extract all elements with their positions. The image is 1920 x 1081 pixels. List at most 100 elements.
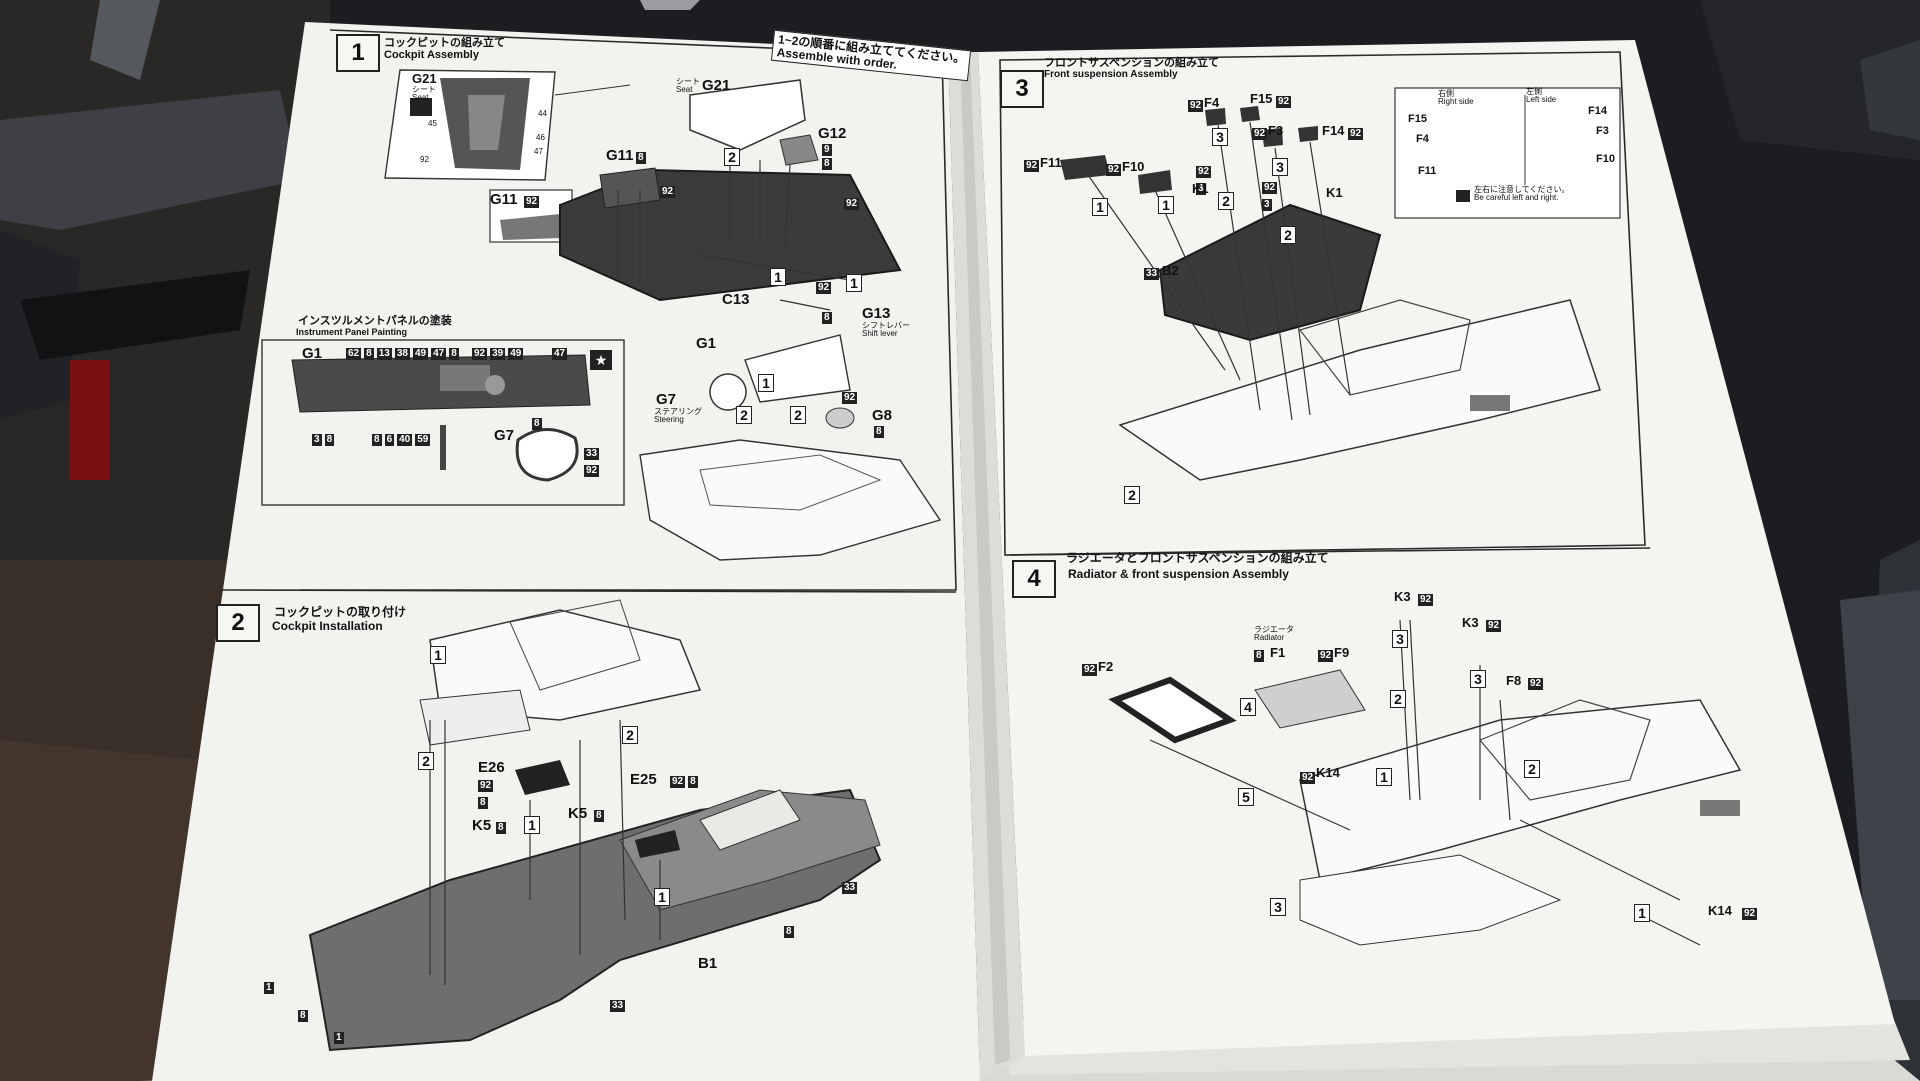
- f14-label: F14: [1322, 123, 1345, 138]
- seq-2-f8: 2: [1524, 760, 1540, 779]
- f4-code: 92: [1188, 99, 1204, 112]
- panel-code-8-right: 8: [532, 417, 542, 430]
- g12-label: G12: [818, 125, 847, 142]
- k3-label-b: K3: [1462, 615, 1479, 630]
- k3a-code: 92: [1418, 593, 1434, 606]
- seat-code-92: 92: [420, 155, 429, 164]
- g8-code-8: 8: [874, 425, 884, 438]
- k5a-code: 8: [496, 821, 506, 834]
- k1-label-b: K1: [1326, 185, 1343, 200]
- seq-1-f10: 1: [1158, 196, 1174, 215]
- g11b-code-92: 92: [524, 195, 540, 208]
- seq-1-k14: 1: [1376, 768, 1392, 787]
- step-3-number: 3: [1000, 70, 1044, 108]
- g12-code-8: 8: [822, 157, 832, 170]
- side-f14: F14: [1588, 105, 1607, 117]
- k14b-code: 92: [1742, 907, 1758, 920]
- seq-2-k1b: 2: [1280, 226, 1296, 245]
- seq-3-f3: 3: [1272, 158, 1288, 177]
- seq-1-f11: 1: [1092, 198, 1108, 217]
- g8-label: G8: [872, 407, 893, 424]
- seq-1-g12: 1: [770, 268, 786, 287]
- k3-label-a: K3: [1394, 589, 1411, 604]
- step-2-number: 2: [216, 604, 260, 642]
- f15-label: F15: [1250, 91, 1273, 106]
- g11-label-a: G11: [606, 147, 634, 164]
- seq-1-cockpit: 1: [430, 646, 446, 665]
- g1-label: G1: [696, 335, 717, 352]
- e25-label: E25: [630, 771, 657, 788]
- c13-label: C13: [722, 291, 750, 308]
- g13-label: G13: [862, 305, 891, 322]
- f10-code: 92: [1106, 163, 1122, 176]
- floor-seq-1-a: 1: [264, 981, 274, 994]
- radiator-en: Radiator: [1254, 633, 1285, 642]
- f3-code: 92: [1252, 127, 1268, 140]
- g21-label: G21: [702, 77, 731, 94]
- g21-seat-jp: シート: [676, 77, 700, 86]
- side-f3: F3: [1596, 125, 1609, 137]
- step-2-title-jp: コックピットの取り付け: [274, 605, 407, 619]
- shift-lever-jp: シフトレバー: [862, 321, 910, 330]
- f1-code: 8: [1254, 649, 1264, 662]
- seq-2-g8: 2: [790, 406, 806, 425]
- right-side-en: Right side: [1438, 97, 1474, 106]
- f8-label: F8: [1506, 673, 1522, 688]
- seq-4-radiator: 4: [1240, 698, 1256, 717]
- tamiya-star-icon: [410, 98, 432, 116]
- k14-label-b: K14: [1708, 903, 1732, 918]
- tub-code-92: 92: [844, 197, 860, 210]
- seq-1-seat: 2: [724, 148, 740, 167]
- floor-seq-1-b: 1: [334, 1031, 344, 1044]
- side-f11: F11: [1418, 165, 1437, 177]
- g11-label-b: G11: [490, 191, 518, 208]
- step-1-title-en: Cockpit Assembly: [384, 49, 479, 61]
- seq-1-e25: 1: [654, 888, 670, 907]
- step-1-number: 1: [336, 34, 380, 72]
- k14-label-a: K14: [1316, 765, 1340, 780]
- g13-code-92: 92: [816, 281, 832, 294]
- floor-code-33-bottom: 33: [610, 999, 626, 1012]
- chassis-tag-2: 2: [1124, 486, 1140, 505]
- k1-label-a: K1: [1192, 181, 1209, 196]
- f11-code: 92: [1024, 159, 1040, 172]
- k3b-code: 92: [1486, 619, 1502, 632]
- side-f10: F10: [1596, 153, 1615, 165]
- g11-code-8: 8: [636, 151, 646, 164]
- step-3-title-en: Front suspension Assembly: [1044, 69, 1178, 80]
- step-3-title-jp: フロントサスペンションの組み立て: [1044, 57, 1220, 69]
- b2-code: 33: [1144, 267, 1160, 280]
- seat-code-47: 47: [534, 147, 543, 156]
- k5-label-a: K5: [472, 817, 492, 834]
- step-2-title-en: Cockpit Installation: [272, 619, 383, 633]
- f11-label: F11: [1040, 155, 1062, 170]
- seq-2-left: 2: [418, 752, 434, 771]
- side-f15: F15: [1408, 113, 1427, 125]
- steering-en: Steering: [654, 415, 684, 424]
- panel-g1-label: G1: [302, 345, 323, 362]
- k5b-code: 8: [594, 809, 604, 822]
- g7-label: G7: [656, 391, 677, 408]
- g12-code-9: 9: [822, 143, 832, 156]
- radiator-jp: ラジエータ: [1254, 625, 1294, 634]
- f4-label: F4: [1204, 95, 1220, 110]
- shift-lever-en: Shift lever: [862, 329, 898, 338]
- seq-1-g1: 1: [758, 374, 774, 393]
- step-4-number: 4: [1012, 560, 1056, 598]
- k14a-code: 92: [1300, 771, 1316, 784]
- seq-5-line: 5: [1238, 788, 1254, 807]
- f9-code: 92: [1318, 649, 1334, 662]
- caution-icon: [1456, 190, 1470, 202]
- seq-3-k3a: 3: [1392, 630, 1408, 649]
- seq-1-k5a: 1: [524, 816, 540, 835]
- seat-detail-en: Seat: [412, 93, 429, 102]
- floor-code-8-left: 8: [298, 1009, 308, 1022]
